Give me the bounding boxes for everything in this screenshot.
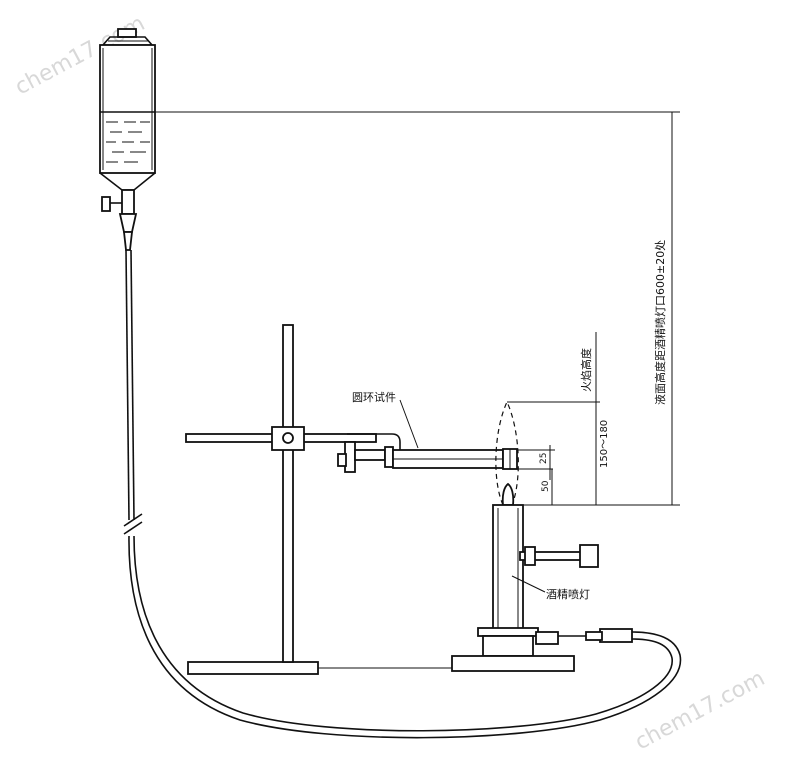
liquid-reservoir [99,28,156,251]
flame-inner [501,482,515,506]
flame-outline [495,400,519,506]
alcohol-lamp-leader [511,575,546,593]
dimension-lines [155,111,680,506]
ring-specimen-leader [399,399,419,449]
dimension-25: 25 [539,453,549,464]
alcohol-lamp-label: 酒精喷灯 [546,588,590,601]
flame-height-label: 火焰高度 [579,348,593,392]
liquid-level-label: 液面高度距酒精喷灯口600±20处 [653,240,667,405]
watermark-bottom-right: chem17.com [631,666,769,755]
fuel-tube [123,249,682,739]
retort-stand [185,324,455,675]
alcohol-lamp [451,504,599,672]
ring-specimen [392,448,518,470]
ring-specimen-label: 圆环试件 [352,391,396,404]
dimension-50: 50 [541,480,551,492]
flame-range-dimension: 150～180 [599,420,610,468]
